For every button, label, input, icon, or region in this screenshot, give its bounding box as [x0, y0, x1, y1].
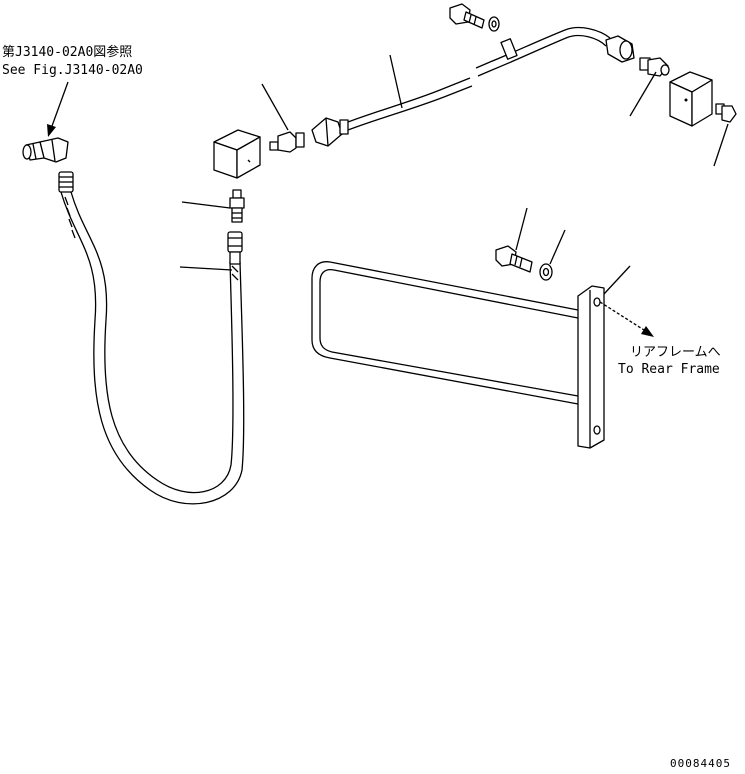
leader-line	[549, 229, 566, 265]
washer	[539, 263, 553, 281]
nipple-fitting	[229, 189, 245, 223]
elbow-fitting	[22, 137, 69, 163]
leader-line	[389, 54, 403, 109]
connector	[639, 57, 670, 77]
washer	[488, 16, 500, 32]
reference-arrow	[47, 81, 69, 137]
block	[213, 129, 261, 179]
leader-line	[713, 123, 729, 167]
flexible-hose	[58, 171, 245, 505]
leader-line	[179, 266, 233, 271]
leader-line	[603, 265, 631, 295]
rear-frame-note-en: To Rear Frame	[618, 362, 720, 377]
drawing-number: 00084405	[670, 757, 731, 770]
rear-frame-arrow	[599, 301, 654, 337]
connector	[715, 103, 737, 123]
bolt	[495, 245, 533, 273]
leader-line	[181, 201, 231, 209]
reference-note-jp: 第J3140-02A0図参照	[2, 45, 133, 60]
reference-note-en: See Fig.J3140-02A0	[2, 63, 143, 78]
leader-line	[515, 207, 528, 251]
guard-bracket	[311, 261, 605, 449]
block	[669, 71, 713, 127]
rigid-tube	[311, 26, 635, 147]
rear-frame-note-jp: リアフレームへ	[630, 345, 721, 360]
bolt	[449, 3, 485, 29]
connector	[269, 131, 305, 153]
leader-line	[629, 71, 657, 117]
leader-line	[261, 83, 289, 131]
